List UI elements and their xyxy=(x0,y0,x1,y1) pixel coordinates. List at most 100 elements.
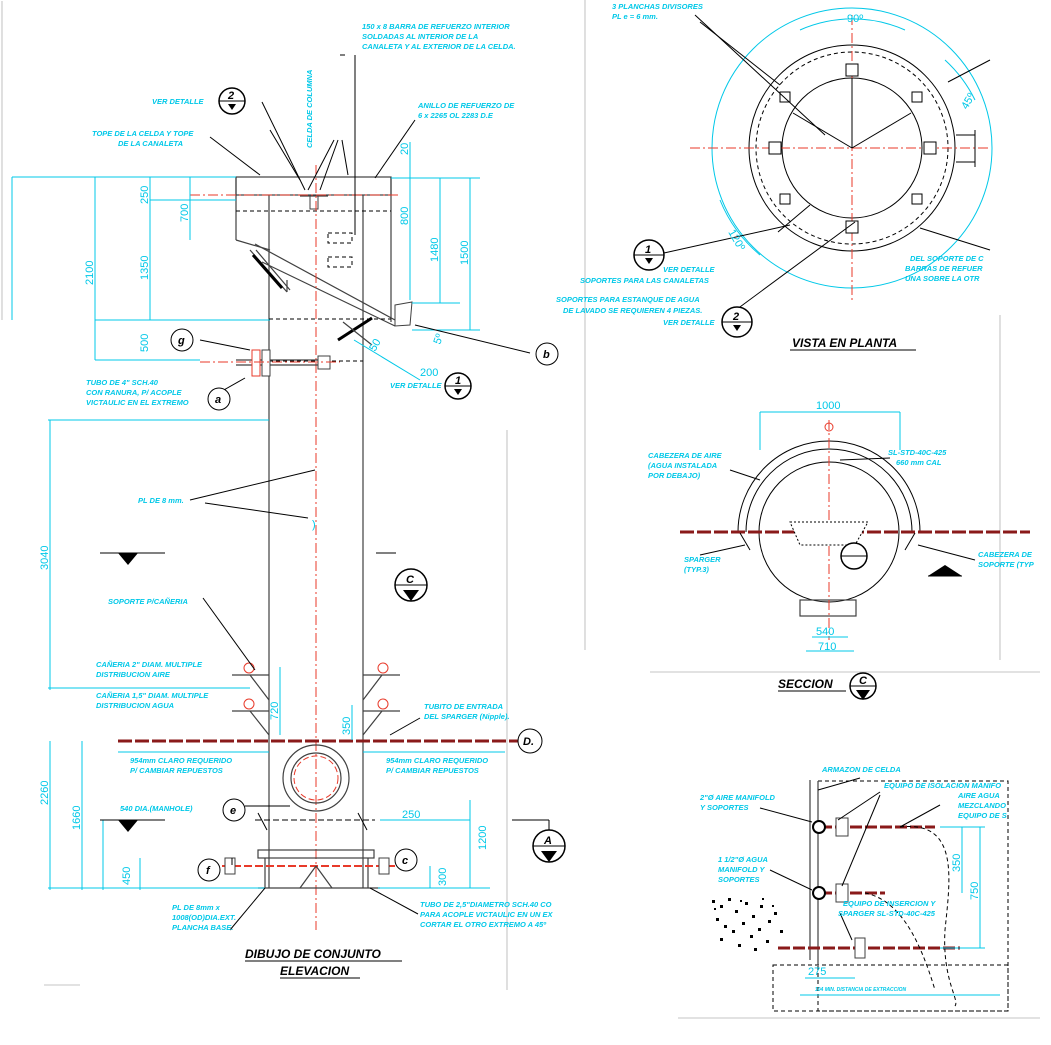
plan-mark-2: 2 xyxy=(732,311,739,323)
section-title: SECCION xyxy=(778,677,833,691)
dim-2260: 2260 xyxy=(39,781,51,805)
dim-250: 250 xyxy=(139,186,151,204)
elevation-dimensions: 2100 1350 250 700 500 20 800 1480 1500 5… xyxy=(39,143,489,886)
dim-500: 500 xyxy=(139,334,151,352)
plan-note-estanque-2: DE LAVADO SE REQUIEREN 4 PIEZAS. xyxy=(563,306,702,315)
elevation-view: ) xyxy=(11,54,531,931)
plan-note-una: UNA SOBRE LA OTR xyxy=(905,274,980,283)
detail-note-mezclando: MEZCLANDO xyxy=(958,801,1006,810)
detail-note-manifold: MANIFOLD Y xyxy=(718,865,766,874)
detail-note-agua: 1 1/2"Ø AGUA xyxy=(718,855,768,864)
detail-note-soportes: Y SOPORTES xyxy=(700,803,749,812)
plan-mark-1: 1 xyxy=(645,244,651,256)
plan-note-soporte-c: DEL SOPORTE DE C xyxy=(910,254,984,263)
note-tope-2: DE LA CANALETA xyxy=(118,139,183,148)
section-note-cabezera-2: (AGUA INSTALADA xyxy=(648,461,717,470)
note-claro-left-2: P/ CAMBIAR REPUESTOS xyxy=(130,766,223,775)
dim-1480: 1480 xyxy=(429,238,441,262)
note-soporte: SOPORTE P/CAÑERIA xyxy=(108,597,188,606)
detail-note-equipo2: EQUIPO DE S xyxy=(958,811,1007,820)
dim-1200: 1200 xyxy=(477,826,489,850)
plan-view xyxy=(654,7,993,319)
note-ver-detalle-2: VER DETALLE xyxy=(152,97,205,106)
plan-note-ver2: VER DETALLE xyxy=(663,318,716,327)
section-dim-540: 540 xyxy=(816,626,834,638)
note-ver-detalle-1: VER DETALLE xyxy=(390,381,443,390)
callout-d: D. xyxy=(523,736,534,748)
detail-view xyxy=(712,777,1009,1012)
detail-note-aire: AIRE AGUA xyxy=(957,791,1000,800)
note-caneria15-1: CAÑERIA 1,5" DIAM. MULTIPLE xyxy=(96,691,209,700)
callout-c: c xyxy=(402,855,408,867)
callout-b: b xyxy=(543,349,550,361)
callout-g: g xyxy=(177,335,185,347)
plan-note-soportes: SOPORTES PARA LAS CANALETAS xyxy=(580,276,709,285)
note-tubo4-2: CON RANURA, P/ ACOPLE xyxy=(86,388,183,397)
dim-3040: 3040 xyxy=(39,546,51,570)
note-manhole: 540 DIA.(MANHOLE) xyxy=(120,804,193,813)
elevation-callouts: g a b D. e f c xyxy=(170,328,559,882)
note-tubito-2: DEL SPARGER (Nipple). xyxy=(424,712,510,721)
section-note-sparger-1: SPARGER xyxy=(684,555,721,564)
note-tubo25-1: TUBO DE 2,5"DIAMETRO SCH.40 CO xyxy=(420,900,552,909)
pipe-supports xyxy=(232,662,400,736)
dim-1660: 1660 xyxy=(71,806,83,830)
detail-note-equipo: EQUIPO DE ISOLACION MANIFO xyxy=(884,781,1001,790)
section-mark-c: C xyxy=(406,574,415,586)
note-caneria2-1: CAÑERIA 2" DIAM. MULTIPLE xyxy=(96,660,203,669)
detail-note-aire-manifold: 2"Ø AIRE MANIFOLD xyxy=(699,793,776,802)
detail-labels: ARMAZON DE CELDA EQUIPO DE ISOLACION MAN… xyxy=(699,765,1007,993)
section-note-sparger-2: (TYP.3) xyxy=(684,565,709,574)
plan-angle-90: 90º xyxy=(847,13,863,25)
section-note-cabezera-3: POR DEBAJO) xyxy=(648,471,701,480)
section-note-cabezera-r-2: SOPORTE (TYP xyxy=(978,560,1035,569)
note-tubo25-3: CORTAR EL OTRO EXTREMO A 45º xyxy=(420,920,547,929)
dim-1500: 1500 xyxy=(459,241,471,265)
svg-text:): ) xyxy=(312,519,316,531)
note-anillo-2: 6 x 2265 OL 2283 D.E xyxy=(418,111,494,120)
note-anillo-1: ANILLO DE REFUERZO DE xyxy=(417,101,515,110)
note-caneria2-2: DISTRIBUCION AIRE xyxy=(96,670,171,679)
note-celda: CELDA DE COLUMNA xyxy=(305,70,314,148)
detail-dim-350: 350 xyxy=(951,854,963,872)
note-claro-right-1: 954mm CLARO REQUERIDO xyxy=(386,756,488,765)
note-bars-3: CANALETA Y AL EXTERIOR DE LA CELDA. xyxy=(362,42,516,51)
note-tope-1: TOPE DE LA CELDA Y TOPE xyxy=(92,129,194,138)
dim-250b: 250 xyxy=(402,809,420,821)
section-labels: 1000 540 710 CABEZERA DE AIRE (AGUA INST… xyxy=(648,400,1035,700)
note-tubo25-2: PARA ACOPLE VICTAULIC EN UN EX xyxy=(420,910,554,919)
plan-labels: 90º 45º 120º 3 PLANCHAS DIVISORES PL e =… xyxy=(556,2,984,351)
detail-note-soportes2: SOPORTES xyxy=(718,875,760,884)
note-claro-right-2: P/ CAMBIAR REPUESTOS xyxy=(386,766,479,775)
plan-note-estanque-1: SOPORTES PARA ESTANQUE DE AGUA xyxy=(556,295,700,304)
note-plbase-2: 1008(OD)DIA.EXT. xyxy=(172,913,236,922)
section-note-sl-2: 660 mm CAL xyxy=(896,458,942,467)
plan-title: VISTA EN PLANTA xyxy=(792,336,897,350)
sheet-frame-lines xyxy=(1,0,1040,1019)
detail-dim-275: 275 xyxy=(808,966,826,978)
dim-200: 200 xyxy=(420,367,438,379)
section-note-cabezera-r-1: CABEZERA DE xyxy=(978,550,1033,559)
dim-800: 800 xyxy=(399,207,411,225)
elevation-subtitle: ELEVACION xyxy=(280,964,349,978)
note-bars-1: 150 x 8 BARRA DE REFUERZO INTERIOR xyxy=(362,22,510,31)
dim-450: 450 xyxy=(121,867,133,885)
detail-note-armazon: ARMAZON DE CELDA xyxy=(821,765,901,774)
section-note-cabezera-1: CABEZERA DE AIRE xyxy=(648,451,723,460)
callout-e: e xyxy=(230,805,236,817)
section-title-mark: C xyxy=(859,675,868,687)
dim-1350: 1350 xyxy=(139,256,151,280)
callout-a: a xyxy=(215,394,221,406)
section-note-sl-1: SL-STD-40C-425 xyxy=(888,448,947,457)
section-dim-1000: 1000 xyxy=(816,400,840,412)
note-pl: PL DE 8 mm. xyxy=(138,496,184,505)
note-bars-2: SOLDADAS AL INTERIOR DE LA xyxy=(362,32,478,41)
plan-angle-120: 120º xyxy=(725,228,747,253)
note-tubo4-1: TUBO DE 4" SCH.40 xyxy=(86,378,159,387)
note-tubo4-3: VICTAULIC EN EL EXTREMO xyxy=(86,398,189,407)
detail-note-insercion-1: EQUIPO DE INSERCION Y xyxy=(843,899,936,908)
elevation-notes: 150 x 8 BARRA DE REFUERZO INTERIOR SOLDA… xyxy=(86,22,554,932)
note-plbase-1: PL DE 8mm x xyxy=(172,903,221,912)
note-tubito-1: TUBITO DE ENTRADA xyxy=(424,702,503,711)
